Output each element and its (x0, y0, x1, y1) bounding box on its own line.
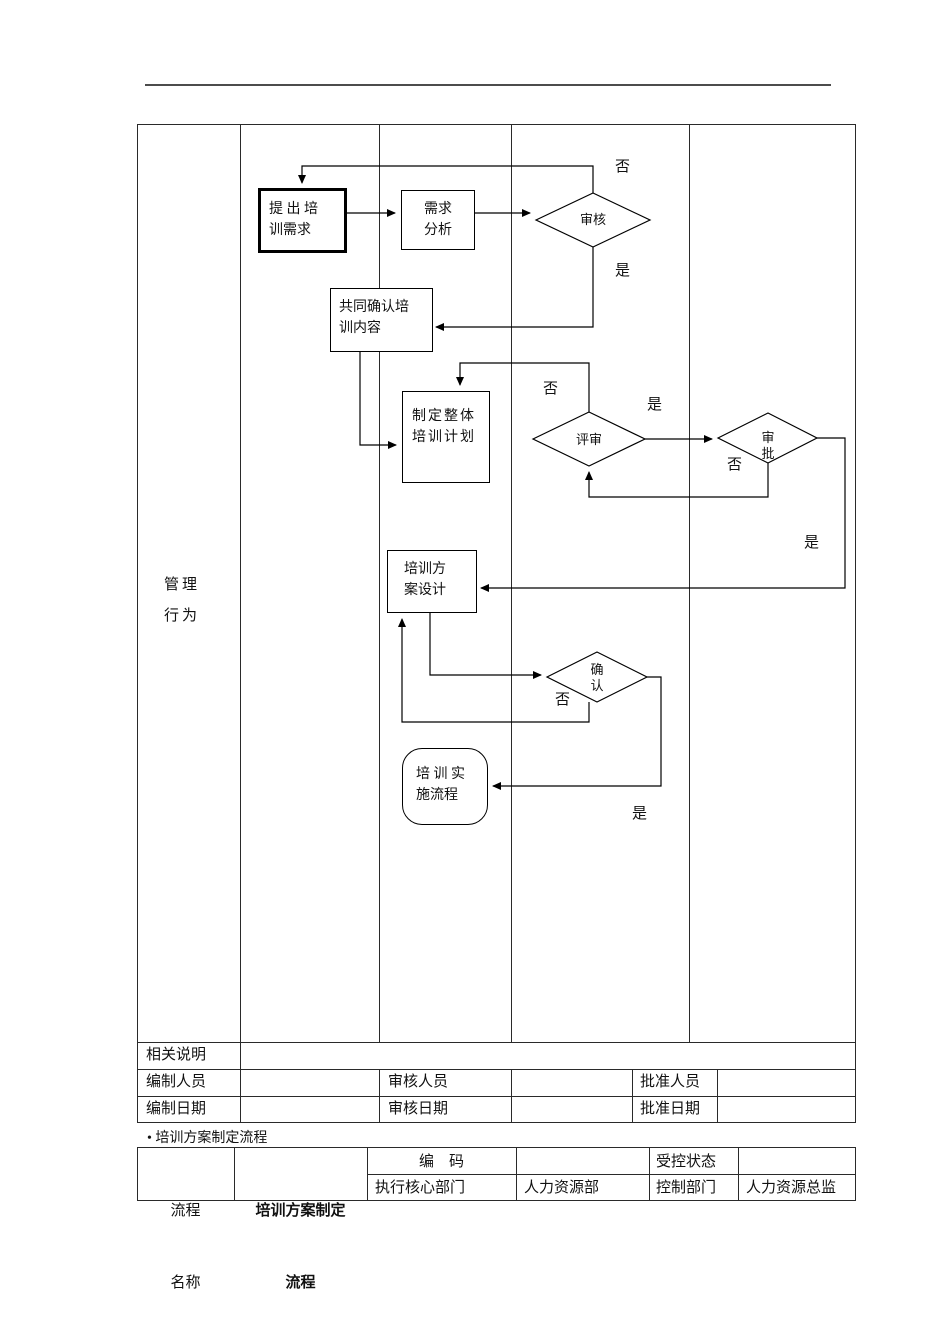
edge-label-no-approve: 否 (727, 457, 743, 473)
swimlane-divider-2 (379, 124, 380, 1042)
node-training-scheme-design: 培训方 案设计 (387, 550, 477, 613)
decision-review-diamond (534, 192, 652, 248)
exec-department-value: 人力资源部 (524, 1180, 600, 1196)
connector-review-no-loop (298, 165, 594, 193)
approved-date-label: 批准日期 (640, 1101, 701, 1117)
reviewed-date-label: 审核日期 (388, 1101, 449, 1117)
decision-evaluate-label: 评审 (575, 432, 602, 447)
info-col-line-4 (632, 1069, 633, 1123)
process-name-label-line1: 流程 (170, 1203, 201, 1219)
edge-label-no-evaluate: 否 (543, 381, 559, 397)
related-note-label: 相关说明 (146, 1047, 207, 1063)
control-department-value: 人力资源总监 (746, 1180, 837, 1196)
row-line-1 (137, 1042, 856, 1043)
decision-review-label: 审核 (579, 212, 606, 227)
decision-evaluate-diamond (531, 411, 647, 467)
node-start-training-need: 提 出 培 训需求 (258, 188, 347, 253)
node-needs-line2: 分析 (424, 223, 452, 238)
node-confirm-training-content: 共同确认培 训内容 (330, 288, 433, 352)
lane-label-management-action: 管理 行为 (164, 570, 200, 632)
node-plan-line2: 培训计划 (412, 430, 476, 445)
info-col-line-2 (379, 1069, 380, 1123)
edge-label-yes-evaluate: 是 (647, 397, 663, 413)
row-line-3 (137, 1096, 856, 1097)
reviewed-by-label: 审核人员 (388, 1074, 449, 1090)
decision-confirm-line2: 认 (590, 678, 604, 693)
edge-label-yes-review: 是 (615, 263, 631, 279)
connector-design-to-confirm (429, 613, 542, 679)
code-label: 编 码 (418, 1154, 464, 1170)
node-design-line2: 案设计 (404, 583, 446, 598)
controlled-status-label: 受控状态 (656, 1154, 717, 1170)
node-confirm-content-line2: 训内容 (339, 321, 381, 336)
decision-approve-line1: 审 (761, 430, 775, 445)
process-name-value-line1: 培训方案制定 (255, 1202, 346, 1219)
connector-confirm-content-to-plan (359, 352, 397, 449)
decision-approve-label: 审 批 (753, 430, 783, 462)
decision-approve-diamond (716, 412, 819, 464)
swimlane-divider-1 (240, 124, 241, 1042)
info-col-line-5 (717, 1069, 718, 1123)
prepared-by-label: 编制人员 (146, 1074, 207, 1090)
connector-evaluate-no-loop (456, 362, 590, 412)
decision-confirm-label: 确 认 (582, 662, 612, 694)
process-name-value-line2: 流程 (285, 1274, 316, 1291)
control-department-label: 控制部门 (656, 1180, 717, 1196)
decision-confirm-line1: 确 (590, 662, 604, 677)
connector-confirm-no-loop (398, 618, 590, 723)
section-title-line: • 培训方案制定流程 (147, 1127, 267, 1147)
node-start-line1: 提 出 培 (269, 202, 318, 217)
connector-approve-no-loop (585, 463, 769, 498)
lane-label-line2: 行为 (164, 608, 201, 624)
swimlane-divider-3 (511, 124, 512, 1042)
node-plan-line1: 制定整体 (412, 409, 476, 424)
info-col-line-1 (240, 1042, 241, 1123)
edge-label-yes-approve: 是 (804, 535, 820, 551)
process-name-label-line2: 名称 (170, 1275, 201, 1291)
connector-review-yes-to-confirm-content (435, 247, 594, 331)
node-needs-analysis: 需求 分析 (401, 190, 475, 250)
lane-label-line1: 管理 (164, 577, 201, 593)
footer-row-line (367, 1174, 856, 1175)
prepared-date-label: 编制日期 (146, 1101, 207, 1117)
connector-approve-yes-to-design (480, 437, 846, 592)
connector-confirm-yes-to-implementation (492, 676, 662, 790)
section-title: 培训方案制定流程 (155, 1131, 268, 1146)
row-line-2 (137, 1069, 856, 1070)
approved-by-label: 批准人员 (640, 1074, 701, 1090)
edge-label-no-review: 否 (615, 159, 631, 175)
node-implementation-line2: 施流程 (416, 788, 458, 803)
process-name-label: 流程 名称 (137, 1151, 234, 1343)
swimlane-divider-4 (689, 124, 690, 1042)
bullet-icon: • (147, 1131, 152, 1146)
node-training-implementation-process: 培 训 实 施流程 (402, 748, 488, 825)
decision-approve-line2: 批 (761, 446, 775, 461)
info-col-line-3 (511, 1069, 512, 1123)
node-needs-line1: 需求 (424, 202, 452, 217)
process-name-value: 培训方案制定 流程 (234, 1151, 367, 1343)
header-rule (145, 84, 831, 86)
edge-label-no-confirm: 否 (555, 692, 571, 708)
node-start-line2: 训需求 (269, 223, 311, 238)
exec-department-label: 执行核心部门 (375, 1180, 466, 1196)
edge-label-yes-confirm: 是 (632, 806, 648, 822)
node-overall-training-plan: 制定整体 培训计划 (402, 391, 490, 483)
footer-col-line-1 (234, 1147, 235, 1201)
decision-confirm-diamond (545, 651, 649, 703)
node-confirm-content-line1: 共同确认培 (339, 300, 409, 315)
node-implementation-line1: 培 训 实 (416, 767, 465, 782)
node-design-line1: 培训方 (404, 562, 446, 577)
main-table-frame (137, 124, 856, 1123)
